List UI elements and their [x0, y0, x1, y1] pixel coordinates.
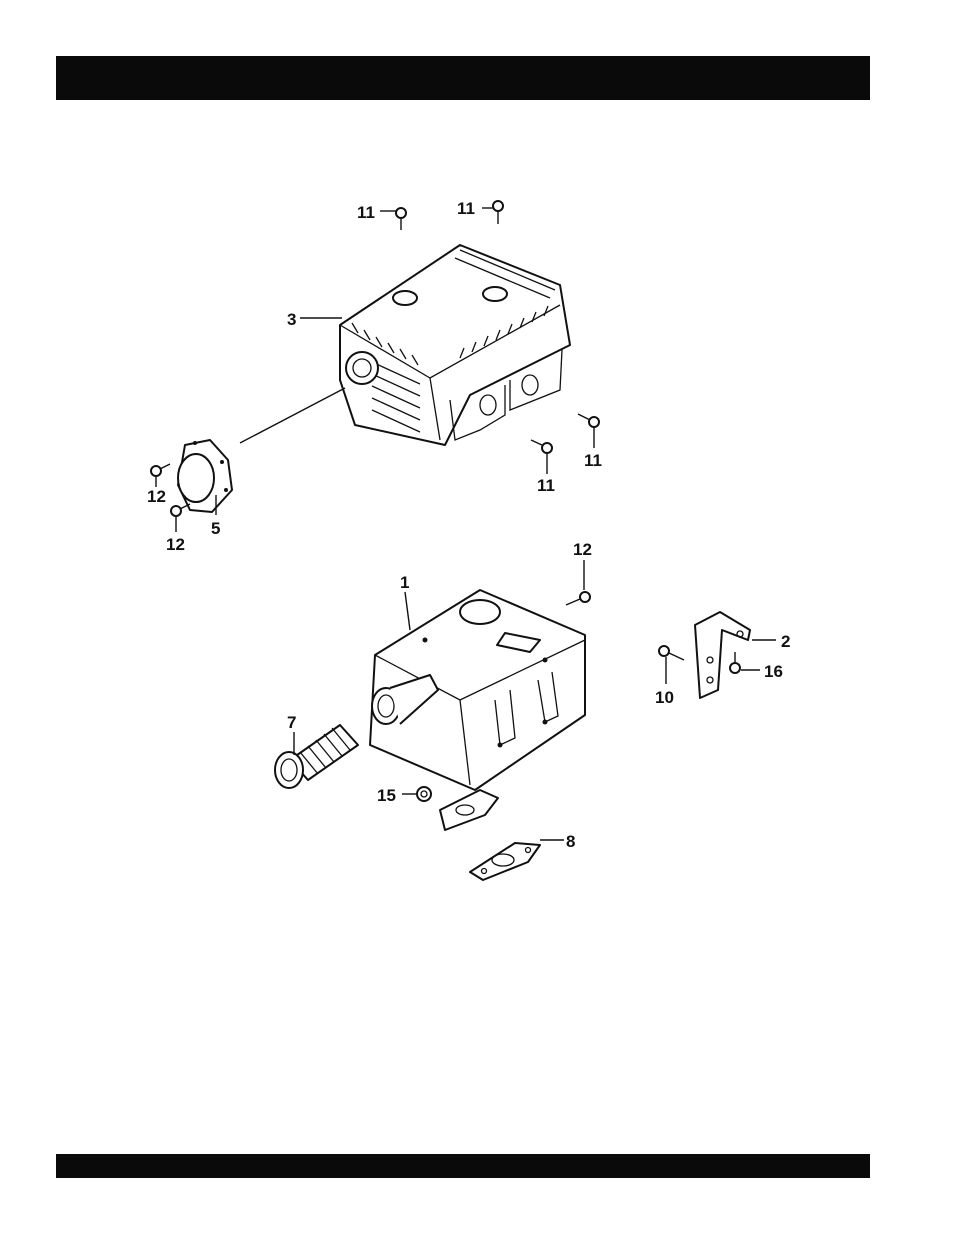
- muffler-protector-part: [340, 245, 570, 445]
- label-1: 1: [400, 573, 409, 592]
- label-16: 16: [764, 662, 783, 681]
- label-12-b: 12: [166, 535, 185, 554]
- label-12-a: 12: [147, 487, 166, 506]
- label-11-c: 11: [537, 476, 555, 495]
- exhaust-cap-part: [178, 440, 232, 512]
- screw-11-c: [531, 440, 552, 453]
- bolt-16: [730, 652, 740, 673]
- screw-12-c: [566, 592, 590, 605]
- spark-arrester-screen-part: [275, 725, 358, 788]
- label-10: 10: [655, 688, 674, 707]
- label-11-b: 11: [457, 199, 475, 218]
- screw-11-a: [396, 208, 406, 230]
- label-2: 2: [781, 632, 790, 651]
- label-12-c: 12: [573, 540, 592, 559]
- label-7: 7: [287, 713, 296, 732]
- label-11-d: 11: [584, 451, 602, 470]
- label-3: 3: [287, 310, 296, 329]
- bracket-part: [695, 612, 750, 698]
- label-11-a: 11: [357, 203, 375, 222]
- label-8: 8: [566, 832, 575, 851]
- screw-12-b: [171, 504, 190, 516]
- nut-15: [417, 787, 431, 801]
- label-15: 15: [377, 786, 396, 805]
- screw-11-d: [578, 414, 599, 427]
- screw-12-a: [151, 464, 170, 476]
- gasket-part: [470, 843, 540, 880]
- bolt-10: [659, 646, 684, 660]
- label-5: 5: [211, 519, 220, 538]
- screw-11-b: [493, 201, 503, 224]
